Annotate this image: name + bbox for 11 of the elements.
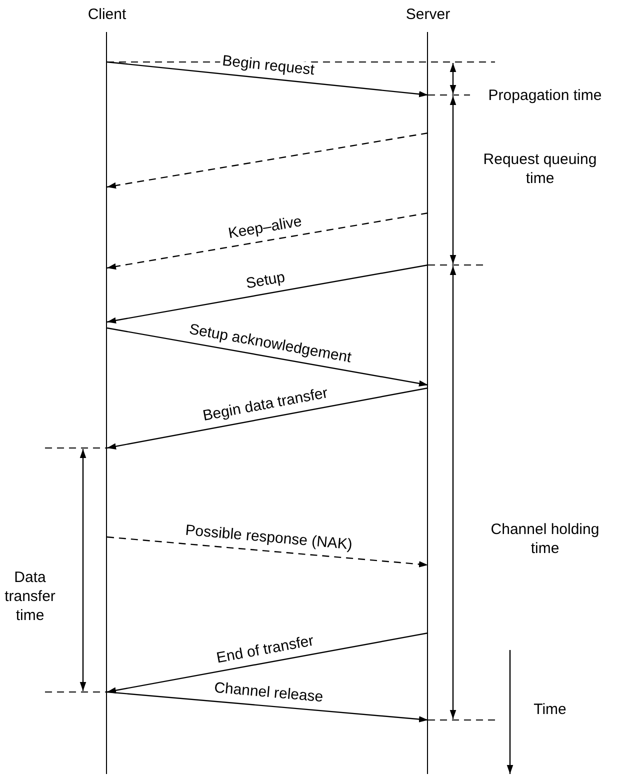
arrow [106,61,428,98]
arrow [106,387,428,450]
participant-label: Client [86,6,128,24]
arrow [106,212,428,270]
arrow [106,132,428,189]
arrow [106,691,428,722]
arrow [106,327,428,387]
participant-label: Server [404,6,452,24]
arrow [106,536,428,568]
arrow [106,264,428,324]
arrow [106,632,428,694]
